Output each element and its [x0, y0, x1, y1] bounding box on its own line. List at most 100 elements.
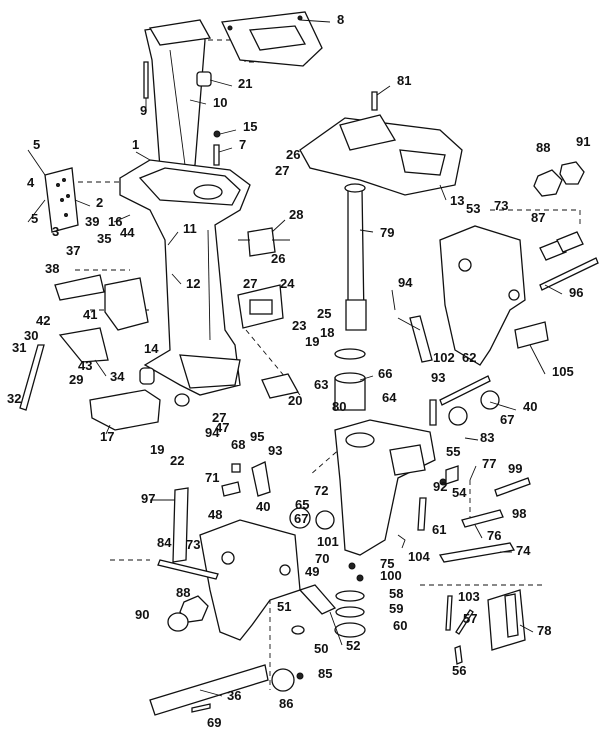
callout-43: 43 — [78, 358, 92, 373]
callout-101: 101 — [317, 534, 339, 549]
callout-10: 10 — [213, 95, 227, 110]
callout-70: 70 — [315, 551, 329, 566]
callout-39: 39 — [85, 214, 99, 229]
callout-102: 102 — [433, 350, 455, 365]
callout-57: 57 — [463, 611, 477, 626]
callout-20: 20 — [288, 393, 302, 408]
callout-36: 36 — [227, 688, 241, 703]
callout-88: 88 — [536, 140, 550, 155]
callout-27: 27 — [275, 163, 289, 178]
callout-32: 32 — [7, 391, 21, 406]
callout-80: 80 — [332, 399, 346, 414]
callout-68: 68 — [231, 437, 245, 452]
callout-96: 96 — [569, 285, 583, 300]
callout-67: 67 — [500, 412, 514, 427]
callout-49: 49 — [305, 564, 319, 579]
callout-1: 1 — [132, 137, 139, 152]
callout-8: 8 — [337, 12, 344, 27]
callout-15: 15 — [243, 119, 257, 134]
callout-87: 87 — [531, 210, 545, 225]
callout-84: 84 — [157, 535, 172, 550]
callout-2: 2 — [96, 195, 103, 210]
callout-21: 21 — [238, 76, 252, 91]
callout-22: 22 — [170, 453, 184, 468]
callout-17: 17 — [100, 429, 114, 444]
callout-63: 63 — [314, 377, 328, 392]
callout-28: 28 — [289, 207, 303, 222]
callout-103: 103 — [458, 589, 480, 604]
stern-bracket-left-part — [199, 519, 301, 641]
callout-40: 40 — [256, 499, 270, 514]
callout-75: 75 — [380, 556, 394, 571]
callout-42: 42 — [36, 313, 50, 328]
callout-93: 93 — [268, 443, 282, 458]
callout-73: 73 — [186, 537, 200, 552]
exhaust-housing-part — [144, 19, 212, 179]
callout-59: 59 — [389, 601, 403, 616]
callout-18: 18 — [320, 325, 334, 340]
callout-41: 41 — [83, 307, 97, 322]
callout-99: 99 — [508, 461, 522, 476]
callout-72: 72 — [314, 483, 328, 498]
coil-part — [238, 227, 290, 257]
callout-77: 77 — [482, 456, 496, 471]
callout-52: 52 — [346, 638, 360, 653]
callout-14: 14 — [144, 341, 159, 356]
callout-81: 81 — [397, 73, 411, 88]
callout-26: 26 — [286, 147, 300, 162]
callout-24: 24 — [280, 276, 295, 291]
callout-100: 100 — [380, 568, 402, 583]
swivel-bracket-part — [299, 114, 463, 196]
callout-5: 5 — [31, 211, 38, 226]
callout-65: 65 — [295, 497, 309, 512]
callout-19: 19 — [150, 442, 164, 457]
callout-55: 55 — [446, 444, 460, 459]
callout-34: 34 — [110, 369, 125, 384]
callout-35: 35 — [97, 231, 111, 246]
side-plate-part — [44, 167, 79, 233]
callout-78: 78 — [537, 623, 551, 638]
callout-50: 50 — [314, 641, 328, 656]
callout-23: 23 — [292, 318, 306, 333]
callout-64: 64 — [382, 390, 397, 405]
lower-cover-part — [89, 389, 161, 431]
callout-3: 3 — [52, 224, 59, 239]
callout-62: 62 — [462, 350, 476, 365]
leader-lines — [27, 19, 563, 697]
callout-11: 11 — [183, 221, 197, 236]
callout-30: 30 — [24, 328, 38, 343]
callout-76: 76 — [487, 528, 501, 543]
exhaust-leg-part — [119, 159, 251, 396]
callout-12: 12 — [186, 276, 200, 291]
callout-9: 9 — [140, 103, 147, 118]
callout-94: 94 — [398, 275, 413, 290]
callout-83: 83 — [480, 430, 494, 445]
callout-88: 88 — [176, 585, 190, 600]
callout-74: 74 — [516, 543, 531, 558]
callout-27: 27 — [212, 410, 226, 425]
callout-71: 71 — [205, 470, 219, 485]
lever-part — [54, 274, 105, 301]
callout-51: 51 — [277, 599, 291, 614]
callout-26: 26 — [271, 251, 285, 266]
callout-73: 73 — [494, 198, 508, 213]
callout-38: 38 — [45, 261, 59, 276]
callout-54: 54 — [452, 485, 467, 500]
callout-40: 40 — [523, 399, 537, 414]
callout-31: 31 — [12, 340, 26, 355]
grommet-part — [196, 71, 212, 87]
callout-5: 5 — [33, 137, 40, 152]
callout-95: 95 — [250, 429, 264, 444]
stern-bracket-right-part — [439, 225, 526, 366]
callout-48: 48 — [208, 507, 222, 522]
callout-91: 91 — [576, 134, 590, 149]
callout-98: 98 — [512, 506, 526, 521]
swivel-housing-part — [334, 419, 436, 556]
callout-19: 19 — [305, 334, 319, 349]
callout-58: 58 — [389, 586, 403, 601]
callout-85: 85 — [318, 666, 332, 681]
callout-61: 61 — [432, 522, 446, 537]
